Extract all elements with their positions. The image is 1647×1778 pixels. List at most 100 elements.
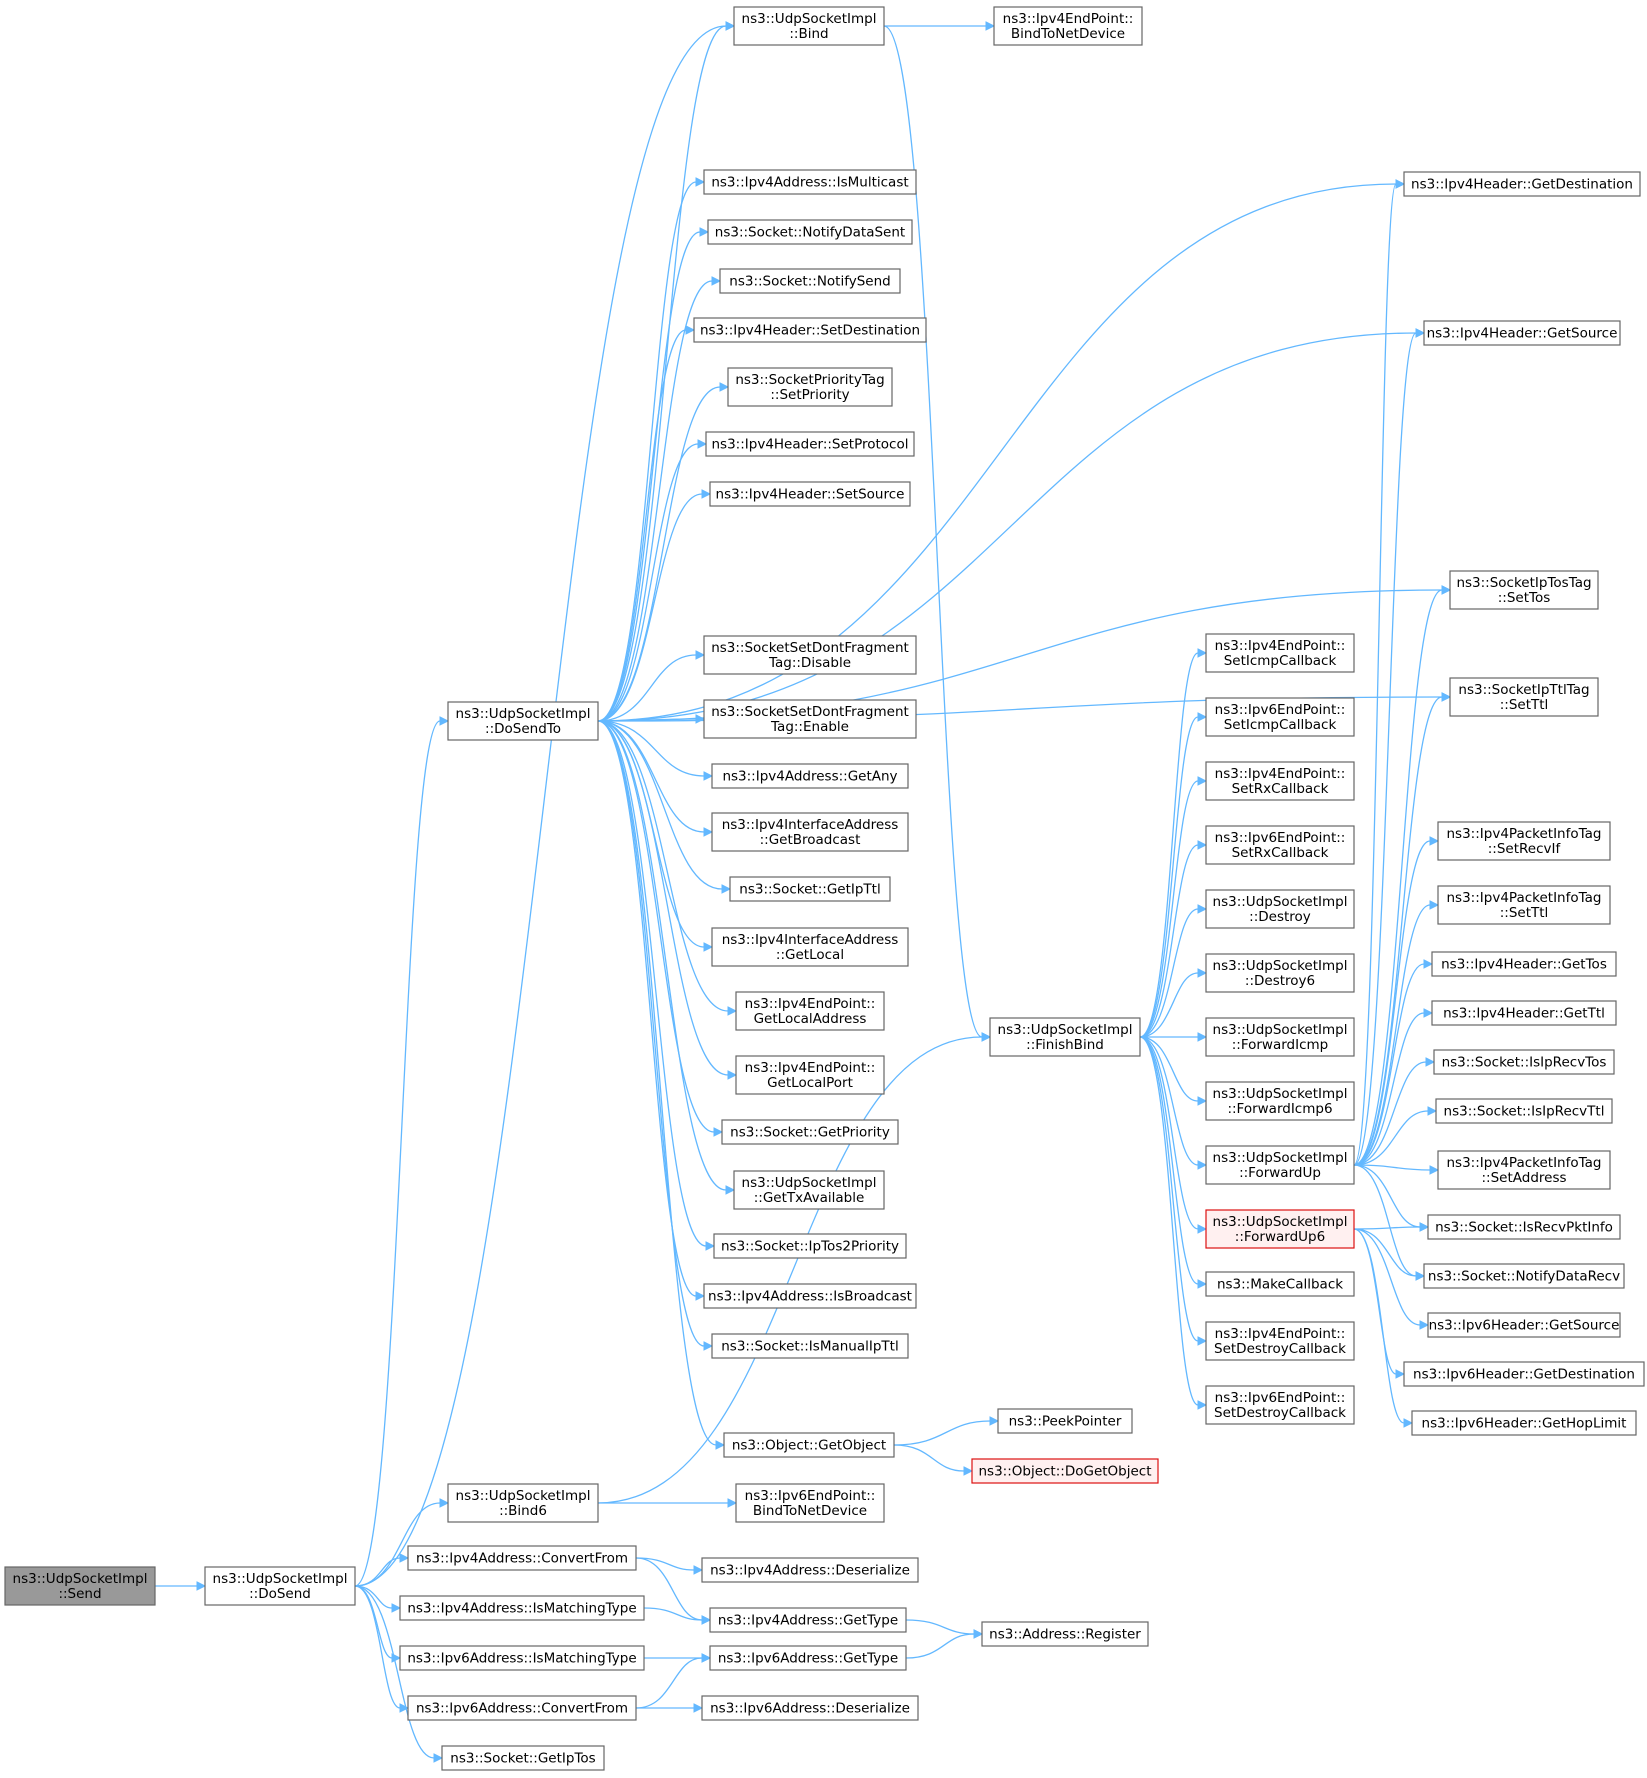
node-notifydatarecv[interactable]: ns3::Socket::NotifyDataRecv — [1423, 1263, 1625, 1289]
node-label: ::Send — [58, 1586, 101, 1602]
edge-arrowhead — [1197, 712, 1208, 722]
node-box — [1449, 677, 1599, 717]
node-notifysend[interactable]: ns3::Socket::NotifySend — [719, 268, 901, 294]
node-bind6[interactable]: ns3::UdpSocketImpl::Bind6 — [447, 1483, 599, 1523]
node-setdest[interactable]: ns3::Ipv4Header::SetDestination — [693, 317, 927, 343]
edge-dosendto-ismulticast — [597, 177, 706, 722]
node-v6deser[interactable]: ns3::Ipv6Address::Deserialize — [701, 1695, 919, 1721]
node-fwdup6[interactable]: ns3::UdpSocketImpl::ForwardUp6 — [1205, 1209, 1355, 1249]
node-box — [1205, 761, 1355, 801]
node-getiptos[interactable]: ns3::Socket::GetIpTos — [441, 1745, 605, 1771]
node-ep6destroy[interactable]: ns3::Ipv6EndPoint::SetDestroyCallback — [1205, 1385, 1355, 1425]
node-label: ns3::Ipv4Header::SetSource — [716, 487, 905, 503]
node-ep4icmp[interactable]: ns3::Ipv4EndPoint::SetIcmpCallback — [1205, 633, 1355, 673]
node-dosend[interactable]: ns3::UdpSocketImpl::DoSend — [204, 1566, 356, 1606]
edge-arrowhead — [1197, 1400, 1208, 1410]
node-getlocaladdr[interactable]: ns3::Ipv4EndPoint::GetLocalAddress — [735, 991, 885, 1031]
node-getany[interactable]: ns3::Ipv4Address::GetAny — [711, 763, 909, 789]
node-send[interactable]: ns3::UdpSocketImpl::Send — [4, 1566, 156, 1606]
node-finishbind[interactable]: ns3::UdpSocketImpl::FinishBind — [989, 1017, 1141, 1057]
node-destroy6[interactable]: ns3::UdpSocketImpl::Destroy6 — [1205, 953, 1355, 993]
edge-line — [1353, 696, 1443, 1166]
node-setproto[interactable]: ns3::Ipv4Header::SetProtocol — [705, 431, 915, 457]
node-ep6icmp[interactable]: ns3::Ipv6EndPoint::SetIcmpCallback — [1205, 697, 1355, 737]
node-v6gettype[interactable]: ns3::Ipv6Address::GetType — [709, 1645, 907, 1671]
edge-line — [635, 1557, 703, 1621]
node-isrecvpktinfo[interactable]: ns3::Socket::IsRecvPktInfo — [1427, 1214, 1621, 1240]
node-v4gettos[interactable]: ns3::Ipv4Header::GetTos — [1431, 951, 1617, 977]
node-v6ismatch[interactable]: ns3::Ipv6Address::IsMatchingType — [399, 1645, 645, 1671]
node-ep4rx[interactable]: ns3::Ipv4EndPoint::SetRxCallback — [1205, 761, 1355, 801]
node-iptos2prio[interactable]: ns3::Socket::IpTos2Priority — [713, 1233, 907, 1259]
node-label: ns3::Ipv4Address::GetType — [718, 1613, 898, 1629]
node-getipttl[interactable]: ns3::Socket::GetIpTtl — [729, 876, 891, 902]
node-label: ns3::Ipv4EndPoint:: — [1215, 1326, 1346, 1342]
node-ep6bind[interactable]: ns3::Ipv6EndPoint::BindToNetDevice — [735, 1483, 885, 1523]
node-bind[interactable]: ns3::UdpSocketImpl::Bind — [733, 6, 885, 46]
node-label: ns3::Ipv6EndPoint:: — [1215, 1390, 1346, 1406]
node-getlocalport[interactable]: ns3::Ipv4EndPoint::GetLocalPort — [735, 1055, 885, 1095]
node-getbroadcast[interactable]: ns3::Ipv4InterfaceAddress::GetBroadcast — [711, 812, 909, 852]
node-setsrc[interactable]: ns3::Ipv4Header::SetSource — [709, 481, 911, 507]
node-v4ismatch[interactable]: ns3::Ipv4Address::IsMatchingType — [399, 1595, 645, 1621]
node-dosendto[interactable]: ns3::UdpSocketImpl::DoSendTo — [447, 701, 599, 741]
node-setttl[interactable]: ns3::SocketIpTtlTag::SetTtl — [1449, 677, 1599, 717]
node-fwdup[interactable]: ns3::UdpSocketImpl::ForwardUp — [1205, 1145, 1355, 1185]
node-isbroadcast[interactable]: ns3::Ipv4Address::IsBroadcast — [703, 1283, 917, 1309]
node-v4gettype[interactable]: ns3::Ipv4Address::GetType — [709, 1607, 907, 1633]
node-box — [399, 1645, 645, 1671]
node-label: ns3::Ipv4Address::IsMatchingType — [407, 1601, 636, 1617]
node-fwdicmp6[interactable]: ns3::UdpSocketImpl::ForwardIcmp6 — [1205, 1081, 1355, 1121]
node-isiprecvttl[interactable]: ns3::Socket::IsIpRecvTtl — [1435, 1098, 1613, 1124]
node-label: ::GetBroadcast — [760, 832, 861, 848]
node-destroy[interactable]: ns3::UdpSocketImpl::Destroy — [1205, 889, 1355, 929]
node-v6getdest[interactable]: ns3::Ipv6Header::GetDestination — [1403, 1361, 1645, 1387]
node-ismulticast[interactable]: ns3::Ipv4Address::IsMulticast — [703, 169, 917, 195]
node-makecallback[interactable]: ns3::MakeCallback — [1205, 1271, 1355, 1297]
node-ep4bind[interactable]: ns3::Ipv4EndPoint::BindToNetDevice — [993, 6, 1143, 46]
node-settos[interactable]: ns3::SocketIpTosTag::SetTos — [1449, 570, 1599, 610]
edge-dosendto-ismanualipttl — [597, 720, 714, 1351]
node-isiprecvtos[interactable]: ns3::Socket::IsIpRecvTos — [1433, 1049, 1615, 1075]
node-pkt_setrecvif[interactable]: ns3::Ipv4PacketInfoTag::SetRecvIf — [1437, 821, 1611, 861]
node-v4getdest[interactable]: ns3::Ipv4Header::GetDestination — [1403, 171, 1641, 197]
node-dogetobject[interactable]: ns3::Object::DoGetObject — [971, 1458, 1159, 1484]
node-ep4destroy[interactable]: ns3::Ipv4EndPoint::SetDestroyCallback — [1205, 1321, 1355, 1361]
node-v6convert[interactable]: ns3::Ipv6Address::ConvertFrom — [407, 1695, 637, 1721]
node-getobject[interactable]: ns3::Object::GetObject — [723, 1432, 895, 1458]
node-v4deser[interactable]: ns3::Ipv4Address::Deserialize — [701, 1557, 919, 1583]
node-getpriority[interactable]: ns3::Socket::GetPriority — [721, 1119, 899, 1145]
node-box — [399, 1595, 645, 1621]
edge-arrowhead — [1403, 1418, 1414, 1428]
node-gettxavail[interactable]: ns3::UdpSocketImpl::GetTxAvailable — [733, 1170, 885, 1210]
node-notifydatasent[interactable]: ns3::Socket::NotifyDataSent — [707, 219, 913, 245]
node-fwdicmp[interactable]: ns3::UdpSocketImpl::ForwardIcmp — [1205, 1017, 1355, 1057]
edge-arrowhead — [715, 1440, 726, 1450]
node-v6getsrc[interactable]: ns3::Ipv6Header::GetSource — [1427, 1312, 1621, 1338]
node-peekpointer[interactable]: ns3::PeekPointer — [997, 1408, 1133, 1434]
edge-arrowhead — [1197, 1224, 1208, 1234]
node-getlocal[interactable]: ns3::Ipv4InterfaceAddress::GetLocal — [711, 927, 909, 967]
node-pkt_setaddr[interactable]: ns3::Ipv4PacketInfoTag::SetAddress — [1437, 1150, 1611, 1190]
node-label: ns3::Socket::NotifyDataRecv — [1428, 1269, 1620, 1285]
node-v4getsrc[interactable]: ns3::Ipv4Header::GetSource — [1423, 320, 1621, 346]
edge-arrowhead — [693, 1565, 704, 1575]
node-register[interactable]: ns3::Address::Register — [981, 1621, 1149, 1647]
node-v4getttl[interactable]: ns3::Ipv4Header::GetTtl — [1431, 1000, 1617, 1026]
node-v4convert[interactable]: ns3::Ipv4Address::ConvertFrom — [407, 1545, 637, 1571]
node-box — [4, 1566, 156, 1606]
edge-line — [1353, 904, 1431, 1166]
edge-arrowhead — [1415, 328, 1426, 338]
node-setprio[interactable]: ns3::SocketPriorityTag::SetPriority — [727, 367, 893, 407]
node-v6gethop[interactable]: ns3::Ipv6Header::GetHopLimit — [1411, 1410, 1637, 1436]
node-ep6rx[interactable]: ns3::Ipv6EndPoint::SetRxCallback — [1205, 825, 1355, 865]
edge-line — [1139, 1036, 1199, 1342]
node-label: ns3::Ipv6Address::GetType — [718, 1651, 898, 1667]
edge-fwdup-isiprecvttl — [1353, 1106, 1438, 1166]
node-ismanualipttl[interactable]: ns3::Socket::IsManualIpTtl — [711, 1333, 909, 1359]
node-pkt_setttl[interactable]: ns3::Ipv4PacketInfoTag::SetTtl — [1437, 885, 1611, 925]
edge-line — [354, 720, 441, 1587]
